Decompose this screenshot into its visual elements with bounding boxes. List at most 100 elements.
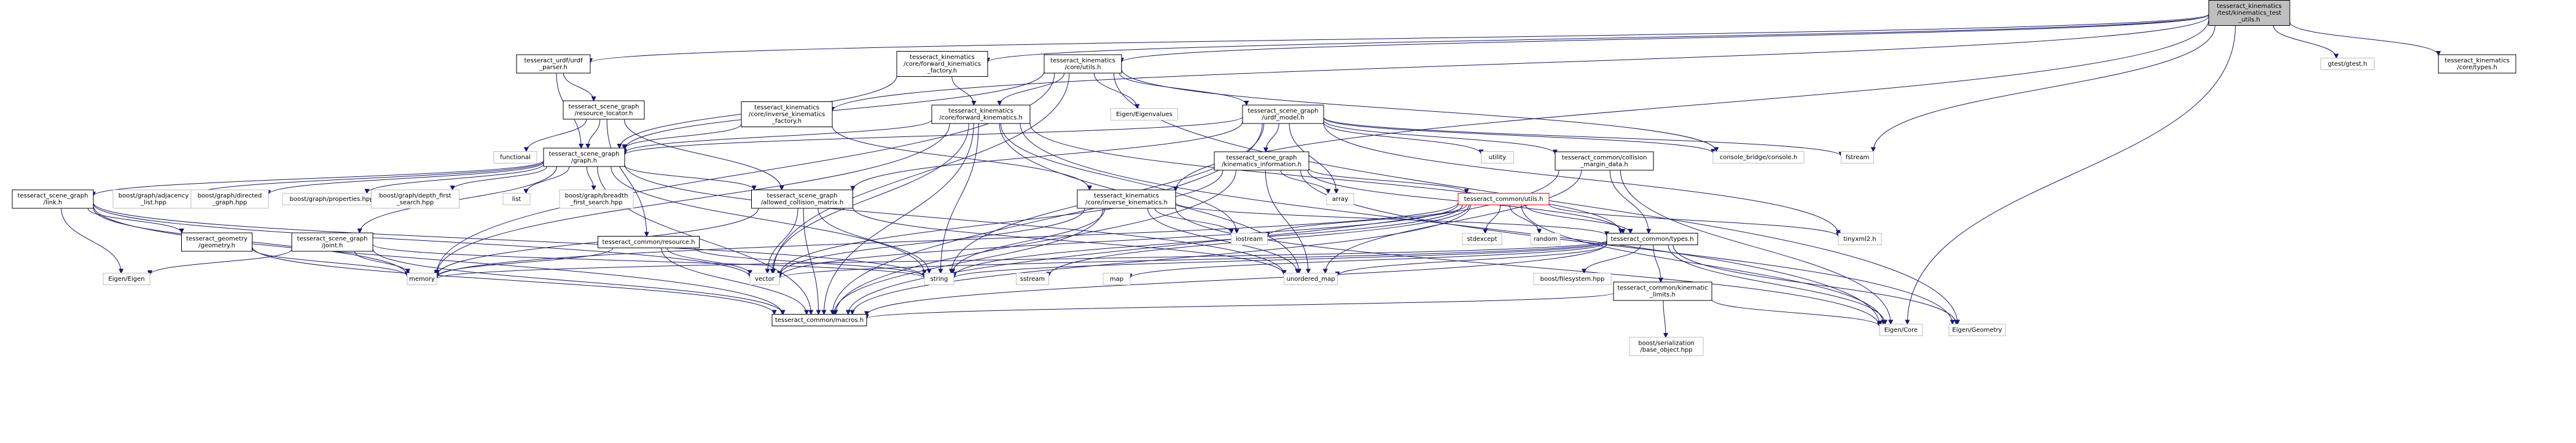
node-label: Eigen/Geometry <box>1952 327 2002 334</box>
node-eigen-geometry: Eigen/Geometry <box>1948 324 2006 336</box>
node-ik-factory[interactable]: tesseract_kinematics/core/inverse_kinema… <box>741 101 833 127</box>
node-box <box>1462 233 1502 245</box>
node-label: tesseract_common/utils.h <box>1464 196 1544 203</box>
edge-root-to-core-types <box>2289 22 2438 55</box>
node-link-h[interactable]: tesseract_scene_graph/link.h <box>12 189 94 209</box>
node-urdf-model[interactable]: tesseract_scene_graph/urdf_model.h <box>1242 104 1324 124</box>
edge-common-types-to-vector <box>779 240 1607 278</box>
node-label: /core/utils.h <box>1065 65 1101 71</box>
edge-urdf-model-to-tinyxml2 <box>1323 123 1838 234</box>
edge-acm-to-string <box>818 208 929 273</box>
node-resource-h[interactable]: tesseract_common/resource.h <box>598 236 700 248</box>
edges-layer <box>61 14 2438 337</box>
edge-kin-limits-to-eigen-core <box>1711 299 1879 326</box>
node-box <box>493 151 537 163</box>
edge-resource-locator-to-acm <box>623 119 781 190</box>
node-ik[interactable]: tesseract_kinematics/core/inverse_kinema… <box>1077 189 1176 209</box>
node-box <box>2208 0 2290 26</box>
edge-resource-locator-to-functional <box>526 119 587 152</box>
node-label: _graph.hpp <box>212 200 247 206</box>
node-label: tesseract_urdf/urdf <box>525 58 583 65</box>
node-label: tesseract_kinematics <box>910 54 975 61</box>
edge-common-types-to-unordered-map <box>1338 244 1607 276</box>
node-joint-h[interactable]: tesseract_scene_graph/joint.h <box>291 232 373 252</box>
node-label: /kinematics_information.h <box>1222 162 1302 168</box>
node-label: tesseract_common/macros.h <box>775 317 864 324</box>
node-core-utils[interactable]: tesseract_kinematics/core/utils.h <box>1044 54 1122 74</box>
node-label: boost/serialization <box>1638 340 1695 347</box>
edge-urdf-model-to-macros <box>832 123 1263 315</box>
edge-link-h-to-string <box>93 202 924 278</box>
node-label: /test/kinematics_test <box>2217 10 2282 17</box>
edge-kin-info-to-common-utils <box>1308 168 1467 193</box>
node-graph-h[interactable]: tesseract_scene_graph/graph.h <box>543 147 625 167</box>
node-label: /resource_locator.h <box>575 111 633 117</box>
edge-urdf-model-to-kin-info <box>1266 123 1279 152</box>
node-label: /urdf_model.h <box>1262 115 1304 122</box>
edge-common-utils-to-common-types <box>1524 205 1630 233</box>
node-common-utils[interactable]: tesseract_common/utils.h <box>1458 193 1550 205</box>
edge-graph-h-to-properties <box>367 163 544 194</box>
node-base-object: boost/serialization/base_object.hpp <box>1629 337 1704 356</box>
node-kin-info[interactable]: tesseract_scene_graph/kinematics_informa… <box>1214 151 1309 171</box>
node-box <box>12 189 94 209</box>
edge-geometry-to-memory <box>252 248 408 276</box>
node-resource-locator[interactable]: tesseract_scene_graph/resource_locator.h <box>563 100 645 120</box>
node-label: gtest/gtest.h <box>2328 61 2367 68</box>
node-map: map <box>1103 273 1131 285</box>
edge-acm-to-vector <box>768 208 798 273</box>
node-box <box>112 189 195 209</box>
edge-graph-h-to-dfs <box>453 166 547 190</box>
edge-core-utils-to-vector <box>773 73 1070 273</box>
node-box <box>1481 151 1514 163</box>
node-box <box>1326 193 1354 205</box>
node-fstream: fstream <box>1841 151 1874 163</box>
edge-kin-info-to-vector <box>779 170 1224 275</box>
edge-resource-h-to-memory <box>437 248 614 277</box>
edge-root-to-urdf-parser <box>590 14 2209 63</box>
node-core-types[interactable]: tesseract_kinematics/core/types.h <box>2438 54 2516 74</box>
node-fk[interactable]: tesseract_kinematics/core/forward_kinema… <box>931 104 1031 124</box>
edge-common-utils-to-macros <box>853 205 1471 315</box>
edge-acm-to-macros <box>803 208 819 315</box>
node-urdf-parser[interactable]: tesseract_urdf/urdf_parser.h <box>516 54 591 74</box>
node-collision-margin[interactable]: tesseract_common/collision_margin_data.h <box>1555 151 1654 171</box>
edge-root-to-eigen-core <box>1907 25 2236 324</box>
node-geometry[interactable]: tesseract_geometry/geometry.h <box>181 232 252 252</box>
node-macros[interactable]: tesseract_common/macros.h <box>771 314 867 326</box>
edge-resource-locator-to-resource-h <box>606 119 647 237</box>
node-adj-list: boost/graph/adjacency_list.hpp <box>112 189 195 209</box>
node-box <box>516 54 591 74</box>
edge-graph-h-to-directed-graph <box>268 162 544 195</box>
node-memory: memory <box>407 273 437 285</box>
node-label: _first_search.hpp <box>570 200 623 206</box>
edge-joint-h-to-eigen-eigen <box>150 249 292 275</box>
node-box <box>1103 273 1131 285</box>
node-label: unordered_map <box>1287 276 1335 283</box>
node-box <box>1231 233 1268 245</box>
node-array: array <box>1326 193 1354 205</box>
node-eigen-eigen: Eigen/Eigen <box>103 273 150 285</box>
edge-graph-h-to-link-h <box>93 160 544 196</box>
edge-graph-h-to-list <box>526 166 570 194</box>
node-label: tesseract_scene_graph <box>767 193 838 200</box>
node-kin-limits[interactable]: tesseract_common/kinematic_limits.h <box>1613 281 1712 301</box>
node-box <box>543 147 625 167</box>
node-label: console_bridge/console.h <box>1720 154 1797 161</box>
node-common-types[interactable]: tesseract_common/types.h <box>1606 233 1698 245</box>
node-box <box>1533 273 1612 285</box>
edge-common-types-to-memory <box>437 240 1607 278</box>
node-label: map <box>1110 276 1123 283</box>
node-stdexcept: stdexcept <box>1462 233 1502 245</box>
node-fk-factory[interactable]: tesseract_kinematics/core/forward_kinema… <box>896 51 988 77</box>
edge-ik-to-macros <box>834 208 1104 315</box>
edge-ik-to-common-types <box>1175 202 1607 235</box>
edge-root-to-ik-factory <box>832 15 2209 111</box>
node-box <box>559 189 634 209</box>
node-acm[interactable]: tesseract_scene_graph/allowed_collision_… <box>751 189 853 209</box>
node-box <box>751 189 853 209</box>
node-label: /base_object.hpp <box>1640 347 1692 354</box>
node-label: /joint.h <box>322 243 343 249</box>
node-box <box>2320 58 2375 70</box>
